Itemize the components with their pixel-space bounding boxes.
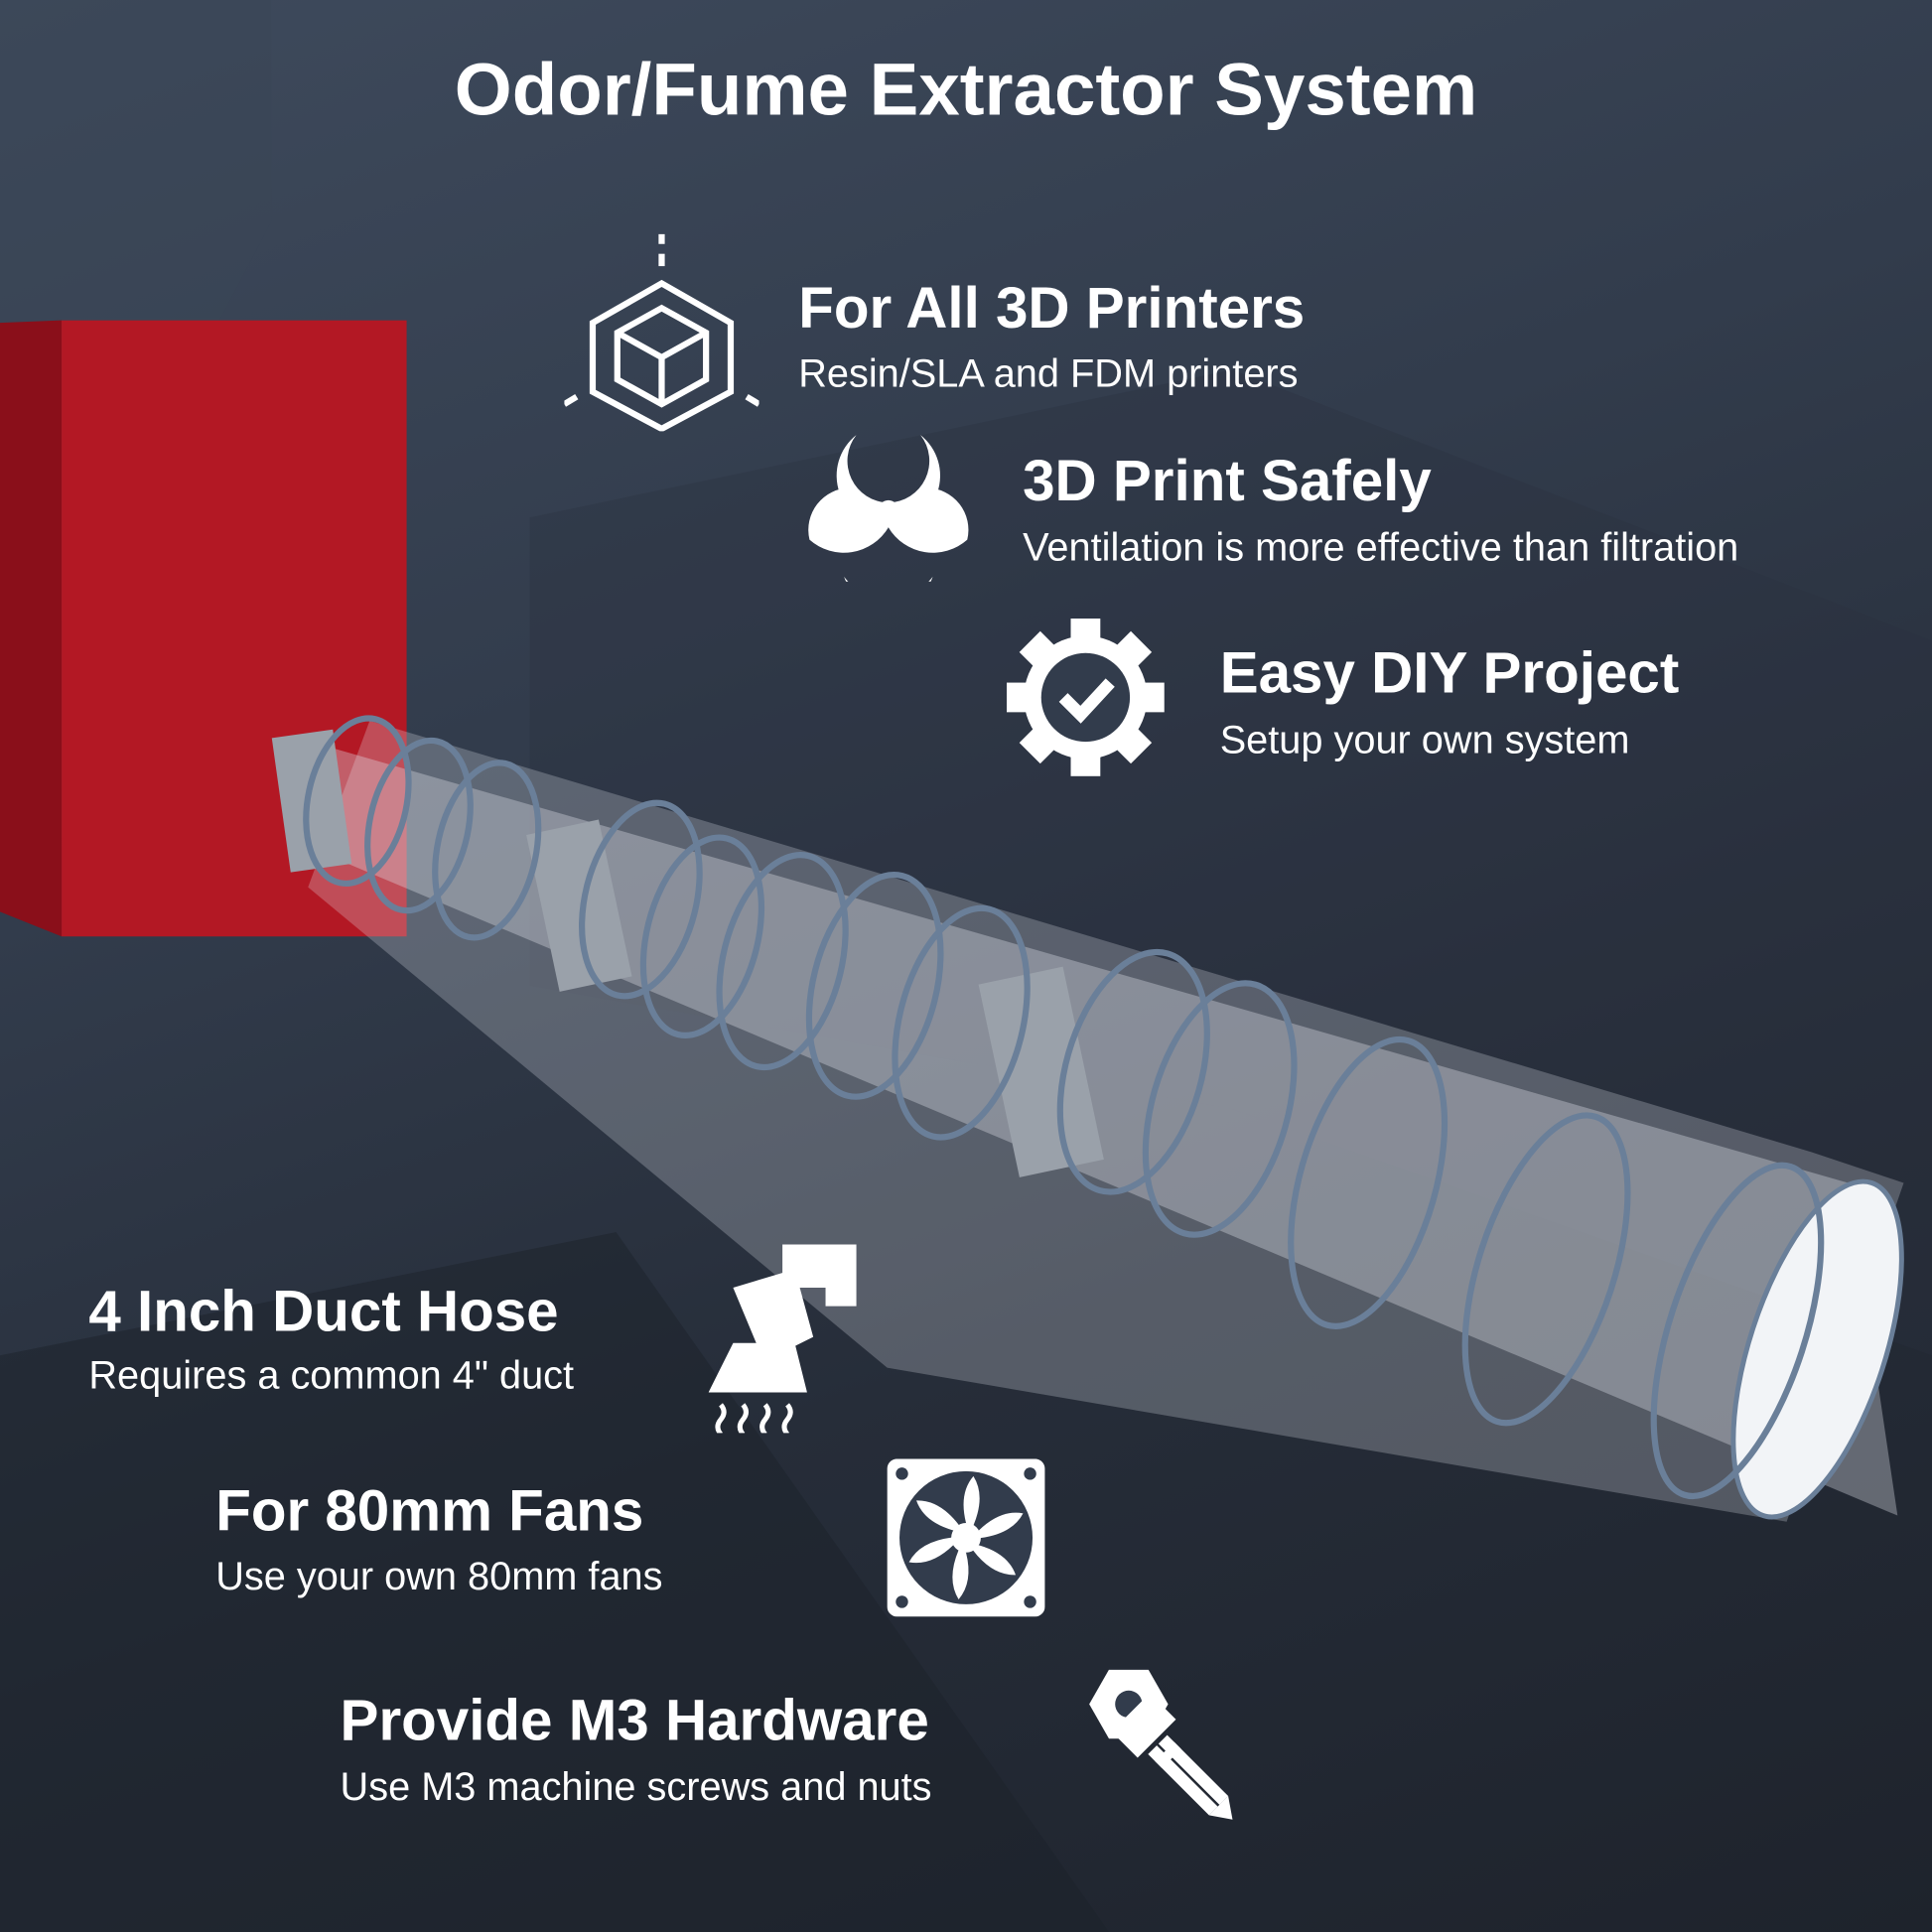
3d-cube-icon (564, 233, 759, 432)
duct-assembly (271, 715, 1904, 1522)
feature-heading: 4 Inch Duct Hose (88, 1278, 559, 1343)
feature-subtext: Requires a common 4" duct (88, 1352, 575, 1398)
printer-enclosure (0, 320, 407, 937)
feature-heading: 3D Print Safely (1023, 447, 1432, 513)
feature-subtext: Ventilation is more effective than filtr… (1023, 524, 1739, 570)
feature-subtext: Setup your own system (1219, 717, 1630, 761)
feature-heading: For 80mm Fans (215, 1477, 644, 1543)
biohazard-icon (808, 435, 969, 582)
fan-icon (887, 1458, 1045, 1617)
feature-heading: For All 3D Printers (798, 274, 1306, 341)
feature-subtext: Resin/SLA and FDM printers (798, 350, 1299, 396)
feature-subtext: Use M3 machine screws and nuts (340, 1764, 932, 1809)
gear-check-icon (1006, 619, 1165, 776)
duct-hose-icon (708, 1244, 857, 1434)
feature-heading: Easy DIY Project (1219, 639, 1680, 705)
page-title: Odor/Fume Extractor System (454, 48, 1478, 131)
nut-bolt-icon (1089, 1669, 1233, 1820)
feature-heading: Provide M3 Hardware (340, 1687, 929, 1752)
feature-subtext: Use your own 80mm fans (215, 1554, 663, 1598)
